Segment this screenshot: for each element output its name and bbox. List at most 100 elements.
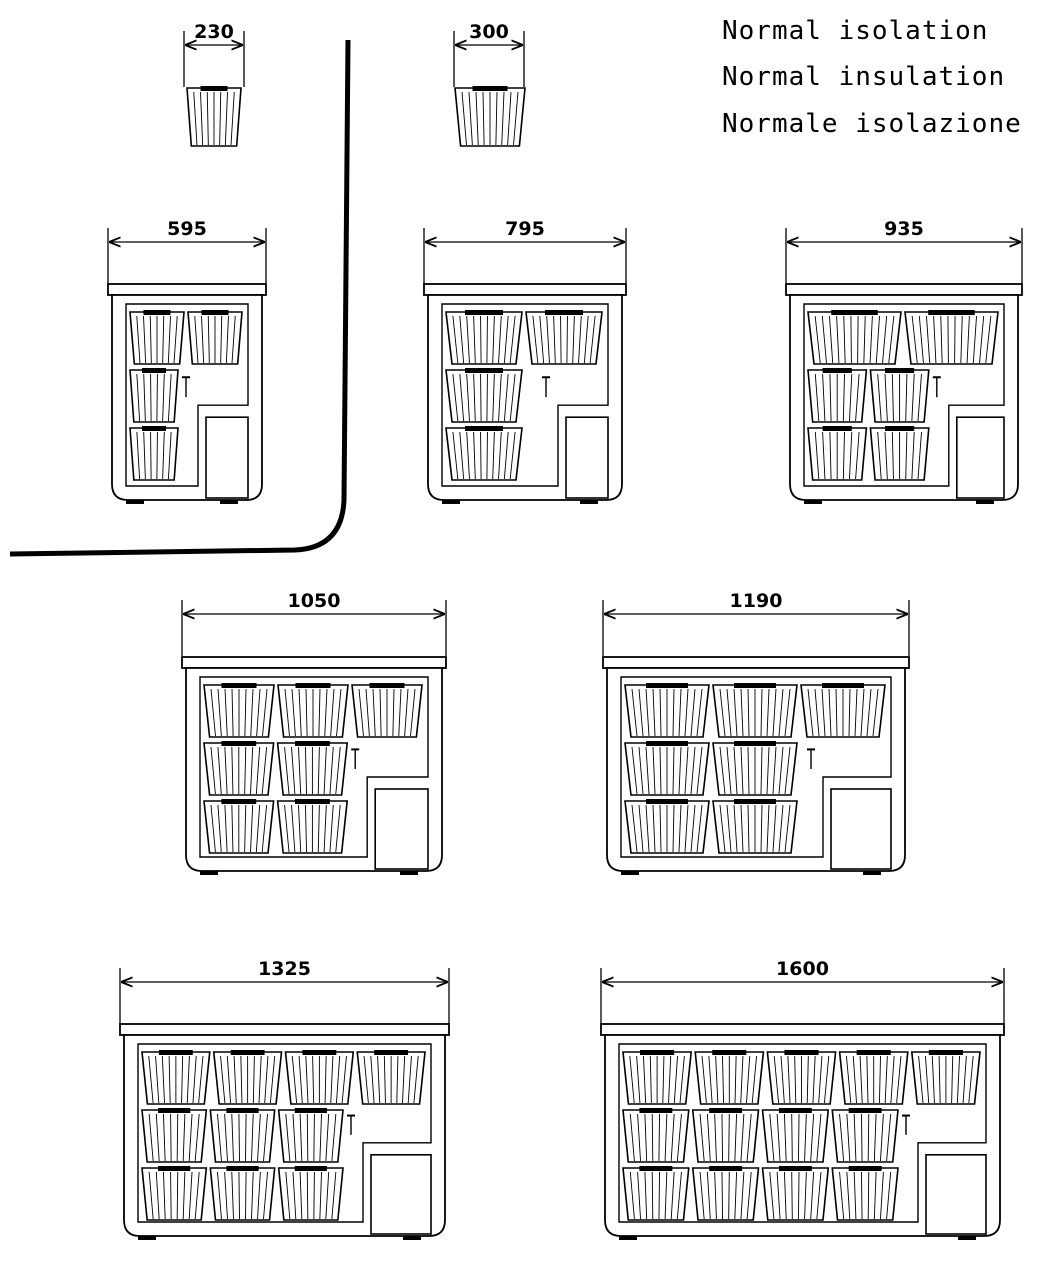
basket-rib: [561, 316, 562, 363]
freezer-lid: [601, 1024, 1004, 1035]
freezer-lid: [108, 284, 266, 295]
basket-rib: [171, 1172, 172, 1219]
basket: [693, 1168, 759, 1220]
basket-handle: [295, 799, 330, 804]
freezer-foot: [126, 500, 144, 504]
basket-handle: [779, 1108, 812, 1113]
basket-handle: [639, 1108, 672, 1113]
basket-handle: [646, 741, 688, 746]
basket-handle: [221, 741, 256, 746]
compressor-box: [206, 417, 248, 498]
basket-handle: [885, 368, 914, 373]
basket-handle: [473, 86, 508, 91]
freezer-foot: [400, 871, 418, 875]
freezer-foot: [621, 871, 639, 875]
basket-rib: [792, 1114, 793, 1161]
legend-line-en: Normal insulation: [722, 62, 1005, 92]
basket-handle: [857, 1050, 891, 1055]
basket-rib: [487, 432, 488, 479]
basket-handle: [202, 310, 229, 315]
basket-rib: [487, 316, 488, 363]
basket-rib: [722, 1114, 723, 1161]
basket: [693, 1110, 759, 1162]
basket-handle: [465, 368, 503, 373]
dimension-label: 1050: [288, 590, 341, 612]
basket-handle: [646, 799, 688, 804]
basket-handle: [885, 426, 914, 431]
freezer-1600: 1600: [601, 958, 1004, 1240]
basket-handle: [222, 683, 257, 688]
basket: [832, 1110, 898, 1162]
basket-handle: [929, 1050, 963, 1055]
basket-rib: [798, 1172, 799, 1219]
freezer-795: 795: [424, 218, 626, 504]
basket-rib: [239, 1172, 240, 1219]
basket-handle: [295, 1108, 327, 1113]
basket-handle: [142, 426, 166, 431]
basket-handle: [779, 1166, 812, 1171]
basket: [832, 1168, 898, 1220]
freezer-lid: [120, 1024, 449, 1035]
basket-handle: [465, 310, 503, 315]
freezer-foot: [958, 1236, 976, 1240]
basket-handle: [158, 1108, 190, 1113]
basket: [905, 312, 998, 364]
basket-handle: [158, 1166, 190, 1171]
freezer-foot: [138, 1236, 156, 1240]
freezer-foot: [442, 500, 460, 504]
basket: [279, 1110, 343, 1162]
basket: [623, 1110, 689, 1162]
basket-handle: [640, 1050, 674, 1055]
basket-rib: [157, 432, 158, 479]
freezer-lid: [182, 657, 446, 668]
basket-handle: [928, 310, 975, 315]
compressor-box: [831, 789, 891, 869]
basket: [210, 1110, 274, 1162]
basket-handle: [144, 310, 171, 315]
basket-rib: [659, 1114, 660, 1161]
freezer-foot: [976, 500, 994, 504]
dimension-label: 300: [469, 21, 509, 43]
freezer-foot: [619, 1236, 637, 1240]
dimension-label: 935: [884, 218, 924, 240]
compressor-box: [375, 789, 428, 869]
basket-handle: [831, 310, 878, 315]
basket-handle: [142, 368, 166, 373]
freezer-1190: 1190: [603, 590, 909, 875]
basket-handle: [221, 799, 256, 804]
legend-line-it: Normale isolazione: [722, 109, 1022, 139]
basket-handle: [849, 1108, 882, 1113]
basket-rib: [239, 1114, 240, 1161]
freezer-lid: [786, 284, 1022, 295]
basket-rib: [246, 1172, 247, 1219]
basket-handle: [639, 1166, 672, 1171]
loose-basket-300: 300: [454, 21, 525, 146]
basket-rib: [659, 1172, 660, 1219]
basket-rib: [481, 374, 482, 421]
basket: [808, 312, 901, 364]
basket-rib: [798, 1114, 799, 1161]
basket: [279, 1168, 343, 1220]
basket-rib: [171, 1114, 172, 1161]
basket-rib: [652, 1172, 653, 1219]
basket-handle: [646, 683, 688, 688]
basket-handle: [822, 683, 864, 688]
legend-line-fr: Normal isolation: [722, 16, 988, 46]
dimension-label: 795: [505, 218, 545, 240]
freezer-foot: [403, 1236, 421, 1240]
basket-rib: [861, 1172, 862, 1219]
compressor-box: [926, 1155, 986, 1234]
freezer-lid: [424, 284, 626, 295]
basket-rib: [868, 1114, 869, 1161]
basket-handle: [465, 426, 503, 431]
compressor-box: [566, 417, 608, 498]
basket: [623, 1168, 689, 1220]
basket-rib: [314, 1114, 315, 1161]
basket-rib: [729, 1114, 730, 1161]
compressor-box: [371, 1155, 431, 1234]
basket-handle: [734, 799, 776, 804]
basket-handle: [784, 1050, 818, 1055]
basket-handle: [374, 1050, 408, 1055]
